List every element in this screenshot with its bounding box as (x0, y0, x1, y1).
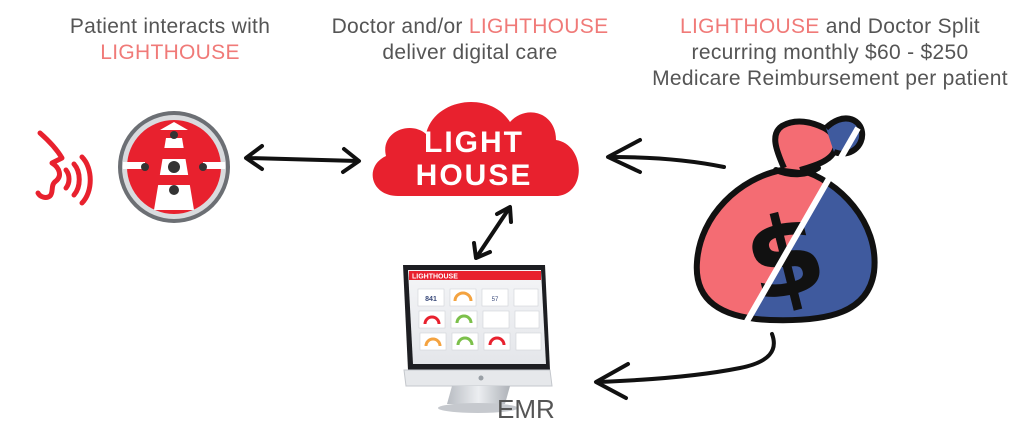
cloud-logo-line1: LIGHT (424, 126, 524, 159)
cloud-logo-line2: HOUSE (416, 159, 533, 192)
arrow-bag-to-emr (594, 332, 776, 400)
lighthouse-device-icon (118, 111, 230, 223)
caption-patient-line2: LIGHTHOUSE (100, 41, 240, 64)
double-arrow-device-cloud (244, 144, 361, 174)
money-bag-icon: $ (693, 115, 878, 332)
emr-label: EMR (497, 394, 555, 424)
caption-doctor-pre: Doctor and/or (331, 15, 469, 38)
caption-billing-line3: Medicare Reimbursement per patient (652, 67, 1008, 90)
caption-patient: Patient interacts with LIGHTHOUSE (40, 14, 300, 66)
caption-billing: LIGHTHOUSE and Doctor Split recurring mo… (630, 14, 1029, 92)
emr-monitor: LIGHTHOUSE 841 57 (403, 265, 553, 413)
caption-billing-line2: recurring monthly $60 - $250 (691, 41, 969, 64)
caption-patient-line1: Patient interacts with (69, 15, 271, 38)
caption-doctor: Doctor and/or LIGHTHOUSE deliver digital… (310, 14, 630, 66)
caption-billing-highlight: LIGHTHOUSE (680, 15, 820, 38)
double-arrow-cloud-emr (472, 205, 513, 260)
monitor-brand: LIGHTHOUSE (412, 274, 458, 281)
caption-doctor-highlight: LIGHTHOUSE (468, 15, 609, 38)
arrow-bag-to-cloud (606, 138, 726, 174)
caption-billing-post: and Doctor Split (819, 15, 980, 38)
monitor-stat-2: 57 (492, 297, 499, 303)
monitor-stat-1: 841 (425, 296, 437, 303)
speaking-head-icon (35, 130, 93, 206)
caption-doctor-line2: deliver digital care (382, 41, 558, 64)
lighthouse-cloud-logo: LIGHT HOUSE (372, 101, 579, 196)
